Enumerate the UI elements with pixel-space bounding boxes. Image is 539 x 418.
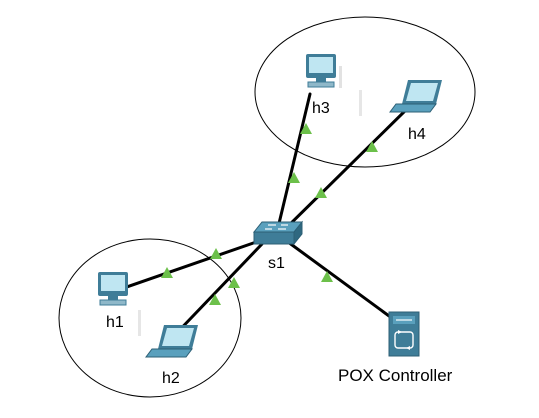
- node-label-s1: s1: [268, 255, 285, 272]
- laptop-icon[interactable]: [389, 80, 442, 113]
- link-up-indicator: [366, 141, 378, 152]
- link-up-indicator: [209, 294, 221, 305]
- desktop-pc-icon[interactable]: [306, 54, 342, 88]
- link-s1-controller[interactable]: [286, 240, 402, 326]
- link-up-indicator: [228, 277, 240, 288]
- node-label-h1: h1: [106, 314, 124, 331]
- link-up-indicator: [210, 248, 222, 259]
- link-up-indicator: [315, 187, 327, 198]
- link-up-indicator: [161, 267, 173, 278]
- links: [116, 92, 412, 342]
- group-outline-h3-h4: [254, 16, 476, 168]
- link-s1-h3[interactable]: [274, 92, 312, 238]
- link-s1-h1[interactable]: [116, 238, 264, 292]
- link-up-indicator: [288, 172, 300, 183]
- group-outline-h1-h2: [58, 238, 242, 398]
- tower-shadow: [359, 90, 362, 116]
- node-label-pox-controller: POX Controller: [338, 366, 453, 385]
- desktop-pc-icon[interactable]: [98, 272, 128, 306]
- link-up-indicator: [321, 271, 333, 282]
- link-s1-h4[interactable]: [276, 104, 412, 238]
- link-s1-h2[interactable]: [168, 242, 264, 342]
- link-status-indicators: [161, 123, 378, 305]
- node-label-h4: h4: [408, 126, 426, 143]
- node-label-h3: h3: [312, 100, 330, 117]
- node-label-h2: h2: [162, 370, 180, 387]
- link-up-indicator: [300, 123, 312, 134]
- server-icon[interactable]: [388, 311, 420, 357]
- switch-icon[interactable]: [252, 220, 304, 246]
- tower-shadow: [138, 310, 141, 336]
- laptop-icon[interactable]: [145, 325, 198, 358]
